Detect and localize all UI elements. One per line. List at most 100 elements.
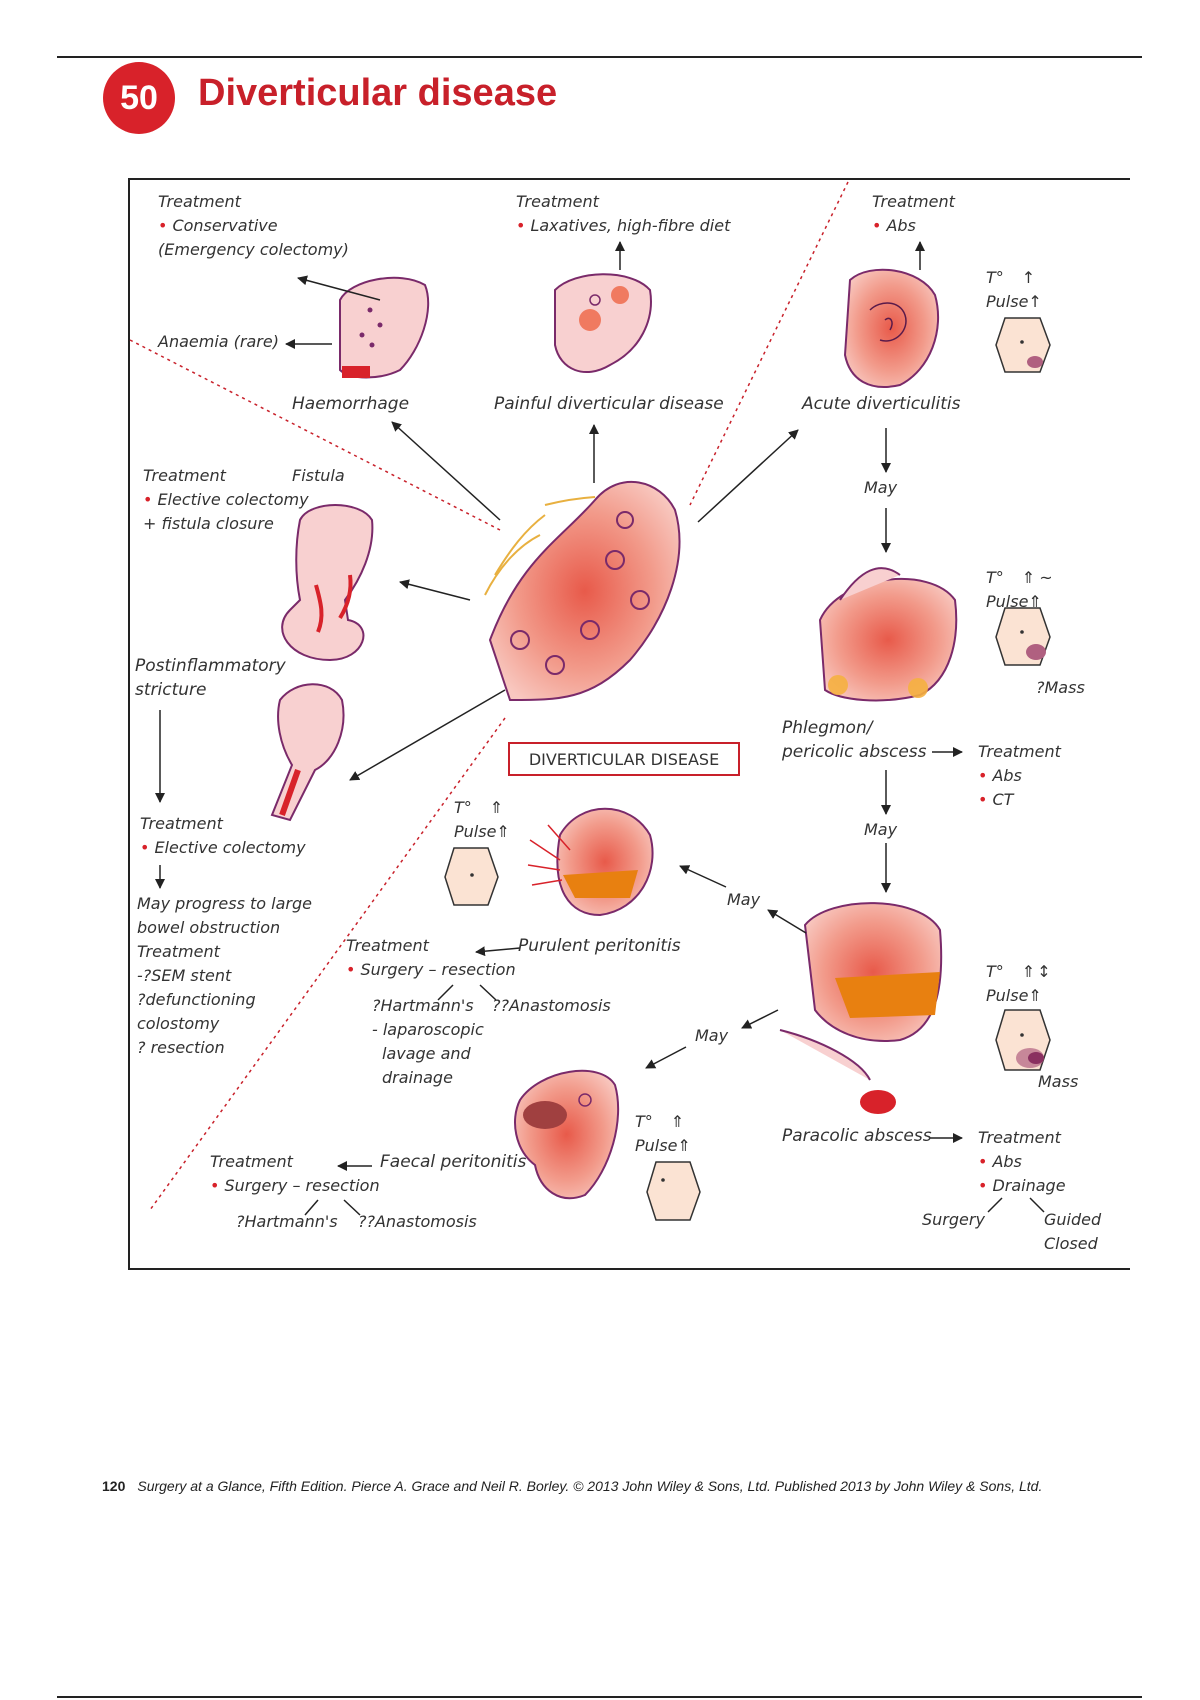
painful-treatment-heading: Treatment — [516, 192, 599, 211]
diverticular-disease-label: DIVERTICULAR DISEASE — [508, 742, 740, 776]
painful-bowel-illustration — [554, 273, 652, 374]
temp-label: T° — [986, 268, 1004, 287]
bullet: • — [978, 766, 988, 785]
treatment-text: Abs — [992, 1152, 1022, 1171]
stricture-label-2: stricture — [135, 680, 207, 700]
treatment-text: Conservative — [172, 216, 278, 235]
painful-label: Painful diverticular disease — [494, 394, 724, 414]
flow-arrows — [155, 241, 1045, 1216]
phlegmon-illustration — [818, 567, 958, 702]
double-up-arrow-icon: ⇑ — [677, 1136, 691, 1155]
bullet: • — [143, 490, 153, 509]
double-up-arrow-icon: ⇑ — [1021, 568, 1036, 587]
phlegmon-treatment-item-1: •Abs — [978, 764, 1022, 788]
purulent-peritonitis-illustration — [527, 807, 654, 917]
purulent-label: Purulent peritonitis — [518, 936, 681, 956]
treatment-text: Drainage — [992, 1176, 1066, 1195]
treatment-text: Abs — [886, 216, 916, 235]
purulent-option-4: lavage and — [382, 1044, 471, 1063]
paracolic-guided: Guided — [1044, 1210, 1102, 1229]
abdomen-icon-acute — [995, 317, 1051, 373]
treatment-text: Laxatives, high-fibre diet — [530, 216, 731, 235]
treatment-text: Surgery – resection — [224, 1176, 380, 1195]
acute-treatment-heading: Treatment — [872, 192, 955, 211]
pulse-label: Pulse — [986, 986, 1029, 1005]
treatment-text: Surgery – resection — [360, 960, 516, 979]
temp-label: T° — [635, 1112, 653, 1131]
faecal-temp: T° ⇑ — [635, 1110, 684, 1134]
paracolic-treatment-heading: Treatment — [978, 1128, 1061, 1147]
up-arrow-icon: ↑ — [1021, 268, 1036, 287]
bullet: • — [872, 216, 882, 235]
anaemia-label: Anaemia (rare) — [158, 332, 279, 351]
phlegmon-label-2: pericolic abscess — [782, 742, 927, 762]
phlegmon-pulse: Pulse⇑ — [986, 590, 1042, 614]
pulse-label: Pulse — [454, 822, 497, 841]
paracolic-treatment-item-1: •Abs — [978, 1150, 1022, 1174]
purulent-treatment-item: •Surgery – resection — [346, 958, 516, 982]
bullet: • — [140, 838, 150, 857]
up-down-arrow-icon: ↕ — [1037, 962, 1051, 981]
bullet: • — [158, 216, 168, 235]
faecal-option-1: ?Hartmann's — [236, 1212, 338, 1231]
paracolic-mass: Mass — [1038, 1072, 1079, 1091]
faecal-treatment-item: •Surgery – resection — [210, 1174, 380, 1198]
citation: Surgery at a Glance, Fifth Edition. Pier… — [137, 1478, 1043, 1494]
temp-label: T° — [986, 962, 1004, 981]
purulent-temp: T°⇑ — [454, 796, 503, 820]
paracolic-pulse: Pulse⇑ — [986, 984, 1042, 1008]
stricture-treatment-item: •Elective colectomy — [140, 836, 306, 860]
acute-label: Acute diverticulitis — [802, 394, 961, 414]
treatment-text: Abs — [992, 766, 1022, 785]
stricture-progress-1: May progress to large — [137, 894, 312, 913]
faecal-label: Faecal peritonitis — [380, 1152, 527, 1172]
pulse-label: Pulse — [635, 1136, 678, 1155]
abdomen-icon-phlegmon — [995, 607, 1051, 666]
stricture-progress-6: colostomy — [137, 1014, 220, 1033]
faecal-treatment-heading: Treatment — [210, 1152, 293, 1171]
temp-label: T° — [986, 568, 1004, 587]
bullet: • — [978, 1152, 988, 1171]
bottom-rule — [57, 1696, 1142, 1698]
double-up-arrow-icon: ⇑ — [1021, 962, 1036, 981]
diagram-frame — [128, 178, 1130, 1270]
faecal-option-2: ??Anastomosis — [358, 1212, 477, 1231]
acute-temp: T° ↑ — [986, 266, 1035, 290]
double-up-arrow-icon: ⇑ — [1028, 592, 1042, 611]
double-up-arrow-icon: ⇑ — [496, 822, 510, 841]
treatment-text: CT — [992, 790, 1014, 809]
stricture-progress-5: ?defunctioning — [137, 990, 256, 1009]
haemorrhage-treatment-heading: Treatment — [158, 192, 241, 211]
acute-pulse: Pulse↑ — [986, 290, 1042, 314]
temp-label: T° — [454, 798, 472, 817]
bullet: • — [210, 1176, 220, 1195]
stricture-progress-4: -?SEM stent — [137, 966, 232, 985]
phlegmon-temp: T° ⇑~ — [986, 566, 1053, 590]
fistula-treatment-item-2: + fistula closure — [143, 514, 274, 533]
paracolic-temp: T° ⇑↕ — [986, 960, 1051, 984]
phlegmon-treatment-item-2: •CT — [978, 788, 1013, 812]
up-arrow-icon: ↑ — [1028, 292, 1042, 311]
haemorrhage-bowel-illustration — [339, 276, 430, 379]
phlegmon-mass: ?Mass — [1036, 678, 1085, 697]
painful-treatment-item: •Laxatives, high-fibre diet — [516, 214, 730, 238]
bullet: • — [978, 1176, 988, 1195]
stricture-progress-2: bowel obstruction — [137, 918, 281, 937]
pulse-label: Pulse — [986, 592, 1029, 611]
phlegmon-treatment-heading: Treatment — [978, 742, 1061, 761]
fistula-treatment-heading: Treatment — [143, 466, 226, 485]
double-up-arrow-icon: ⇑ — [670, 1112, 685, 1131]
stricture-illustration — [270, 683, 345, 822]
abdomen-icon-purulent — [444, 847, 499, 906]
acute-may: May — [864, 478, 898, 497]
phlegmon-label-1: Phlegmon/ — [782, 718, 873, 738]
purulent-may: May — [727, 890, 761, 909]
abdomen-icon-paracolic — [995, 1009, 1051, 1071]
purulent-option-2: ??Anastomosis — [492, 996, 611, 1015]
tilde-icon: ~ — [1039, 568, 1053, 587]
haemorrhage-treatment-item-2: (Emergency colectomy) — [158, 240, 349, 259]
purulent-option-1: ?Hartmann's — [372, 996, 474, 1015]
fistula-illustration — [281, 504, 374, 662]
phlegmon-may: May — [864, 820, 898, 839]
